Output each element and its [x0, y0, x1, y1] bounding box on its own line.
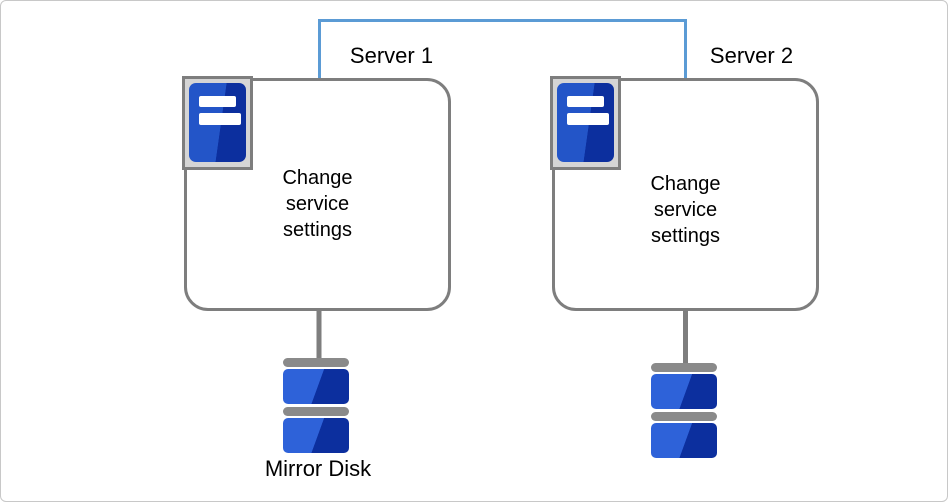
- mirror-disk-icon: [651, 363, 717, 458]
- disk-separator: [283, 407, 349, 416]
- server-interconnect-line: [318, 19, 687, 78]
- server2-label: Server 2: [709, 43, 794, 68]
- disk-cap: [283, 358, 349, 367]
- mirror-disk-icon: [283, 358, 349, 453]
- server-tower-icon: [557, 83, 614, 162]
- disk-segment: [283, 418, 349, 453]
- disk-segment: [283, 369, 349, 404]
- disk-segment: [651, 423, 717, 458]
- server2-body-text: Change service settings: [650, 173, 721, 247]
- server2-icon-frame: [550, 76, 621, 170]
- disk-segment: [651, 374, 717, 409]
- disk-separator: [651, 412, 717, 421]
- disk-cap: [651, 363, 717, 372]
- server-tower-icon: [189, 83, 246, 162]
- drive-bay-slot-icon: [199, 96, 236, 107]
- mirror-disk-label: Mirror Disk: [264, 456, 372, 481]
- drive-bay-slot-icon: [567, 113, 609, 125]
- server1-label: Server 1: [349, 43, 434, 68]
- server1-body-text: Change service settings: [282, 167, 353, 241]
- server1-icon-frame: [182, 76, 253, 170]
- drive-bay-slot-icon: [567, 96, 604, 107]
- drive-bay-slot-icon: [199, 113, 241, 125]
